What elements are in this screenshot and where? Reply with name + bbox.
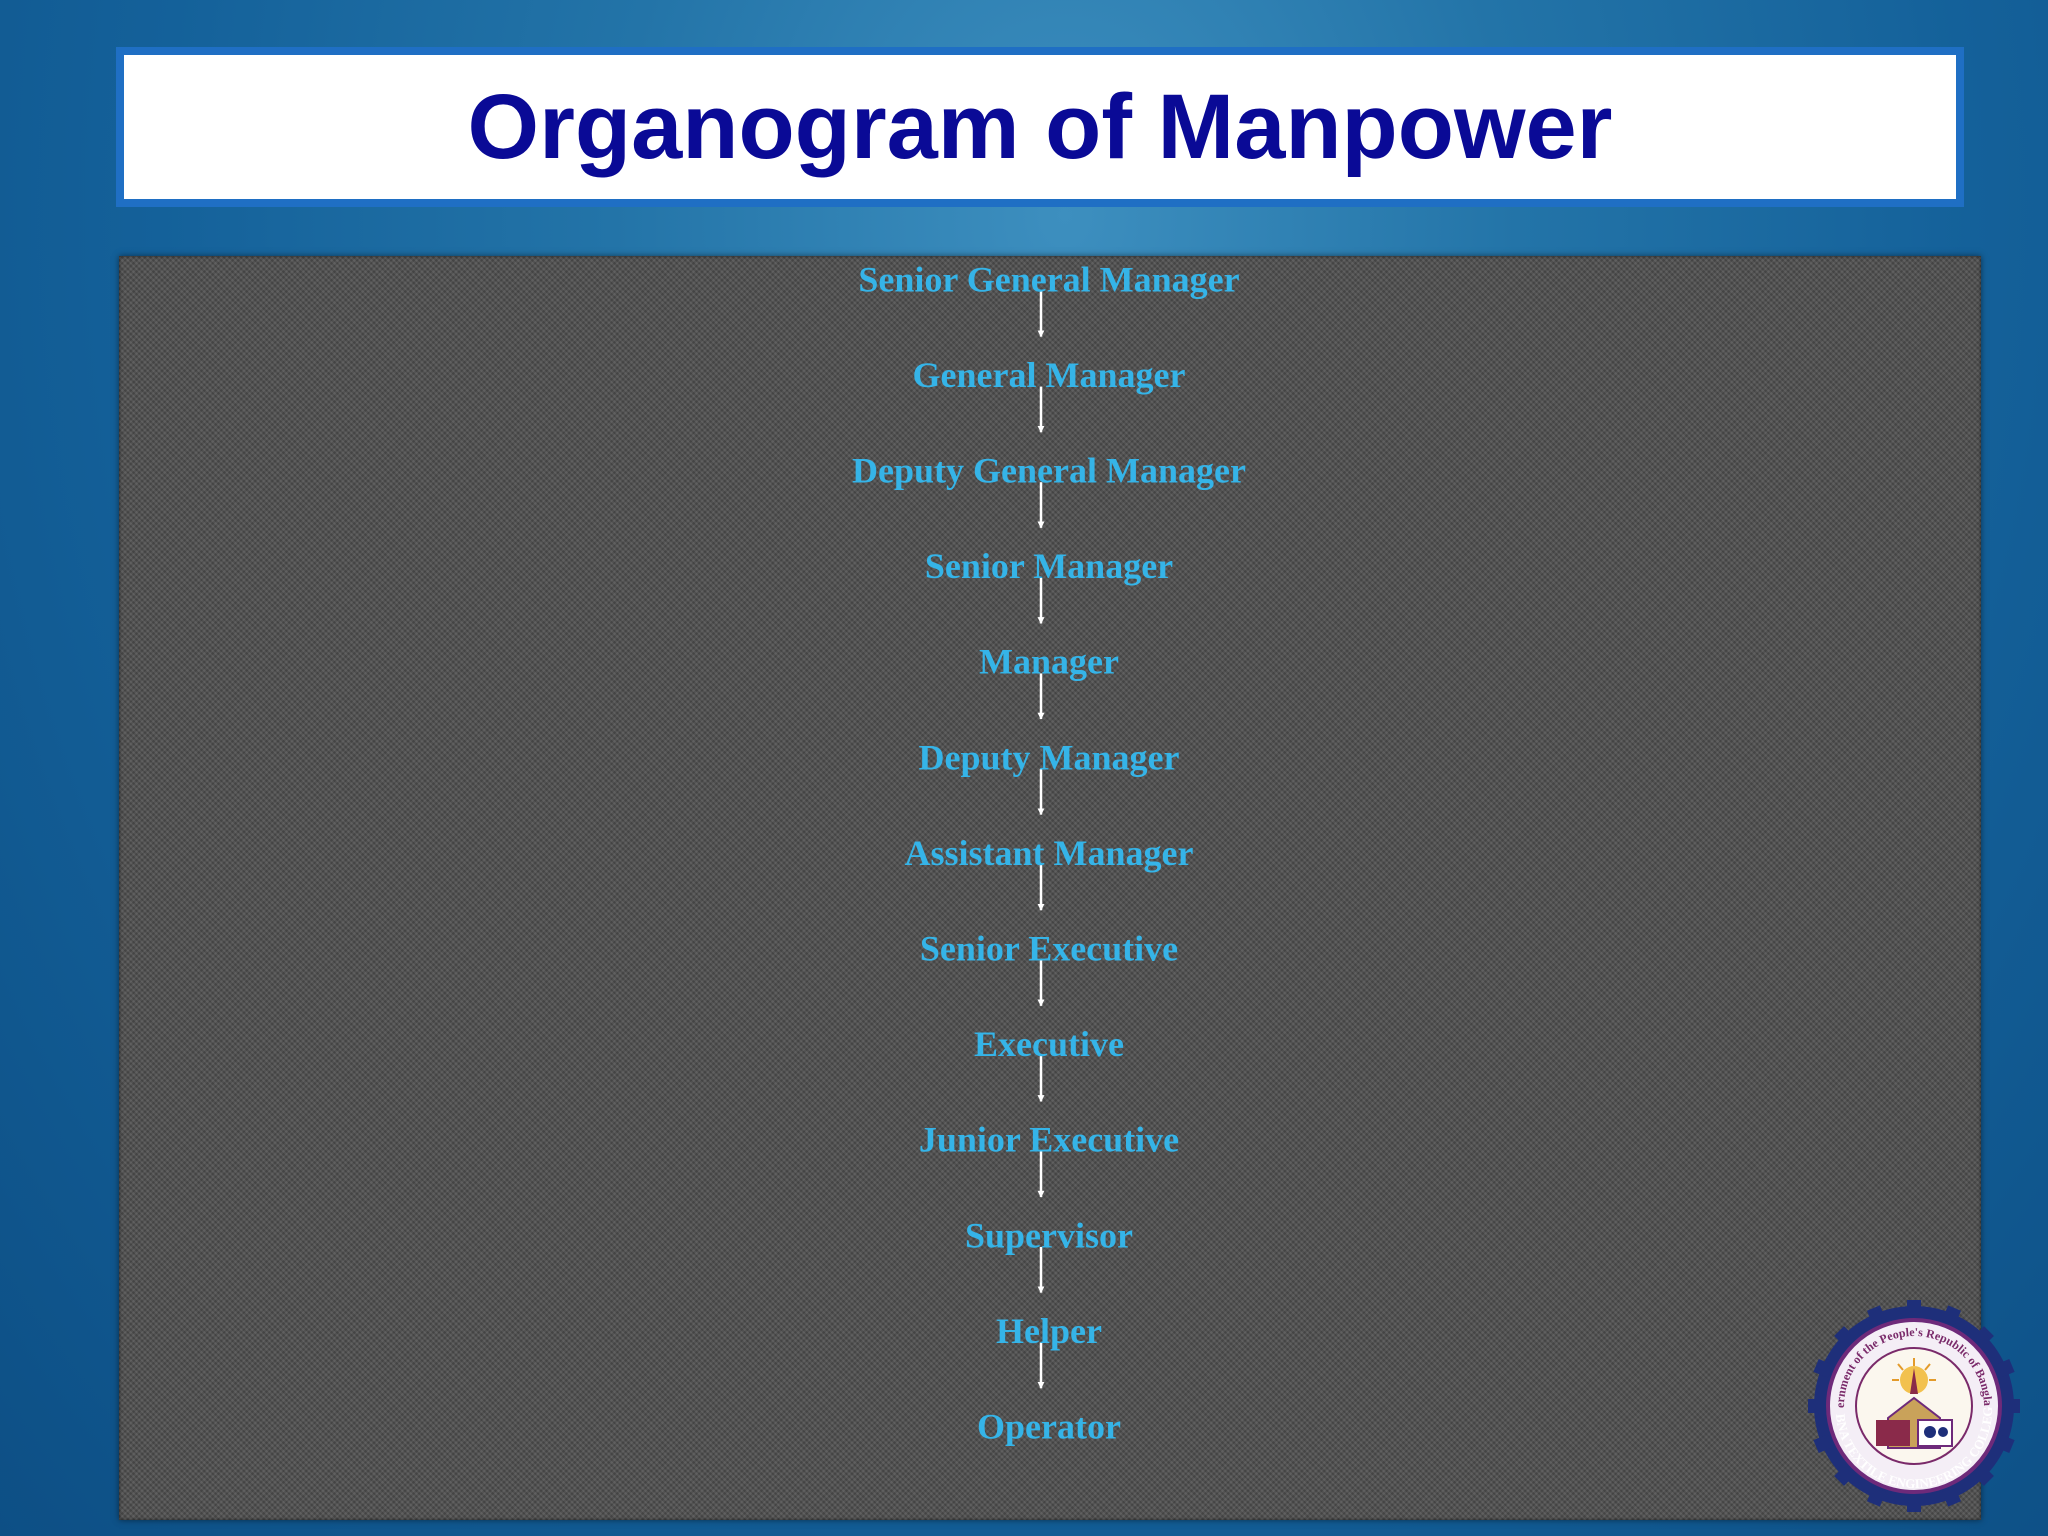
level-label: Deputy Manager — [919, 737, 1180, 777]
level-label: Operator — [977, 1406, 1121, 1446]
emblem-center-art — [1876, 1358, 1953, 1449]
level-label: Senior Manager — [925, 546, 1173, 586]
level-label: Senior Executive — [920, 928, 1178, 968]
level-label: Manager — [979, 642, 1119, 682]
level-label: Helper — [996, 1311, 1102, 1351]
level-label: Assistant Manager — [905, 833, 1194, 873]
organogram-panel — [119, 256, 1981, 1520]
level-label: Executive — [974, 1024, 1124, 1064]
level-label: Junior Executive — [919, 1120, 1179, 1160]
level-label: Senior General Manager — [858, 259, 1239, 299]
level-label: Deputy General Manager — [852, 450, 1246, 490]
level-label: General Manager — [913, 355, 1186, 395]
title-box: Organogram of Manpower — [116, 47, 1964, 207]
slide-title: Organogram of Manpower — [467, 76, 1613, 178]
college-emblem-logo: Government of the People's Republic of B… — [1806, 1298, 2020, 1512]
level-label: Supervisor — [965, 1215, 1133, 1255]
